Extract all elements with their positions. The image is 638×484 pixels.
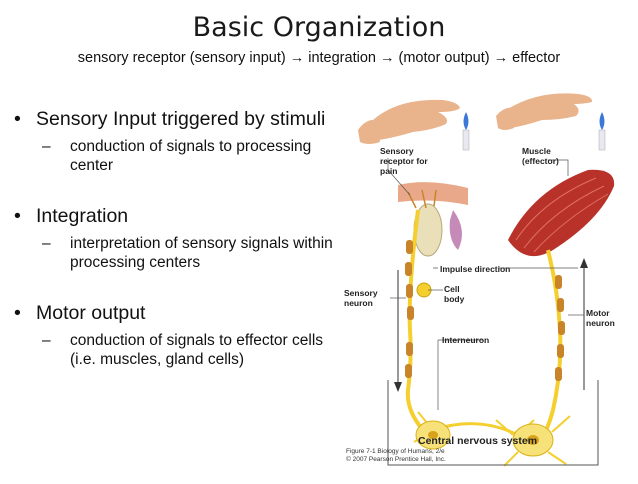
sub-bullet: – conduction of signals to effector cell… [14,331,344,369]
hand-icon [496,93,593,130]
label-interneuron: Interneuron [442,335,490,345]
slide-subtitle: sensory receptor (sensory input) → integ… [77,50,561,66]
bullet-list: • Sensory Input triggered by stimuli – c… [14,108,344,399]
sub-bullet: – interpretation of sensory signals with… [14,234,344,272]
bullet-item: • Motor output [14,302,344,325]
dash-icon: – [42,332,51,349]
candle-flame-icon [462,112,470,151]
bullet-dot-icon: • [14,302,21,324]
label-motor-neuron: Motor neuron [586,308,615,328]
bullet-dot-icon: • [14,108,21,130]
neuron-cell-body-icon [415,420,451,450]
dash-icon: – [42,138,51,155]
bullet-item: • Integration [14,205,344,228]
sub-bullet-text: interpretation of sensory signals within… [70,235,333,271]
hand-icon [358,99,460,144]
candle-flame-icon [598,112,606,151]
sub-bullet-text: conduction of signals to processing cent… [70,138,312,174]
label-cell-body: Cell body [444,284,465,304]
myelin-sheath-icon [405,240,414,378]
muscle-icon [508,169,615,257]
figure-credit-line2: © 2007 Pearson Prentice Hall, Inc. [346,456,446,463]
figure-credit-line1: Figure 7-1 Biology of Humans, 2/e [346,448,445,455]
bullet-text: Sensory Input triggered by stimuli [36,108,326,130]
bullet-sensory-input: • Sensory Input triggered by stimuli – c… [14,108,344,175]
bullet-integration: • Integration – interpretation of sensor… [14,205,344,272]
label-muscle: Muscle (effector) [522,146,559,166]
bullet-item: • Sensory Input triggered by stimuli [14,108,344,131]
bullet-dot-icon: • [14,205,21,227]
dash-icon: – [42,235,51,252]
bullet-text: Motor output [36,302,146,324]
myelin-sheath-icon [555,275,565,381]
skin-receptor-icon [398,182,468,257]
label-cns: Central nervous system [418,435,538,447]
bullet-text: Integration [36,205,129,227]
neuron-cell-body-icon [495,415,571,467]
slide-title: Basic Organization [192,12,446,43]
cns-bracket [387,380,599,466]
label-sensory-neuron: Sensory neuron [344,288,378,308]
bullet-motor-output: • Motor output – conduction of signals t… [14,302,344,369]
reflex-arc-figure: Sensory receptor for pain Muscle (effect… [338,90,638,479]
reflex-arc-illustration [358,93,615,467]
sub-bullet: – conduction of signals to processing ce… [14,137,344,175]
label-sensory-receptor: Sensory receptor for pain [380,146,428,176]
sub-bullet-text: conduction of signals to effector cells … [70,332,324,368]
label-impulse-direction: Impulse direction [440,264,511,274]
